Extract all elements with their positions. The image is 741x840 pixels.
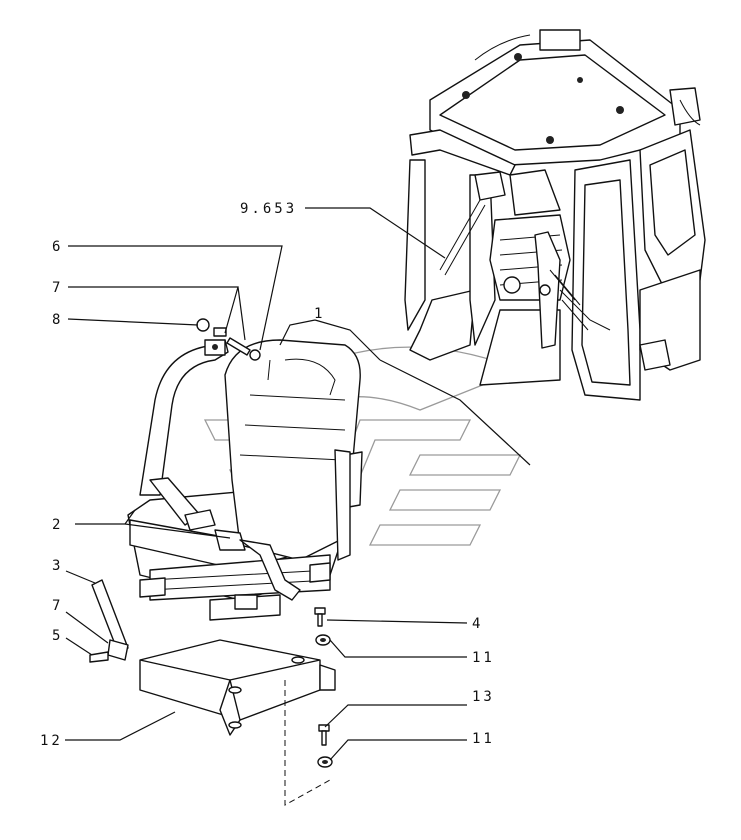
washer-11-upper: [315, 634, 331, 646]
callout-11-lower: 11: [472, 731, 495, 747]
callout-9653: 9.653: [240, 201, 297, 217]
callout-2: 2: [52, 517, 63, 533]
callout-5: 5: [52, 628, 63, 644]
callout-labels: 9.653 6 7 8 1 2 3 7 5 4 11 13 11 12: [40, 201, 495, 749]
callout-1: 1: [314, 306, 325, 322]
seat-belt: [139, 339, 301, 601]
callout-8: 8: [52, 312, 63, 328]
callout-11-upper: 11: [472, 650, 495, 666]
callout-12: 12: [40, 733, 63, 749]
callout-4: 4: [472, 616, 483, 632]
bolt-13: [318, 724, 330, 746]
fasteners-top: [196, 318, 261, 361]
callout-7-top: 7: [52, 280, 63, 296]
mounting-bracket: [139, 639, 336, 736]
cab-assembly: [404, 29, 706, 401]
bolt-4: [314, 607, 326, 627]
strap-part: [89, 579, 129, 663]
washer-11-lower: [317, 756, 333, 768]
callout-6: 6: [52, 239, 63, 255]
callout-7-bottom: 7: [52, 598, 63, 614]
assembly-path-line: [284, 680, 331, 806]
leader-lines: [65, 207, 531, 761]
callout-3: 3: [52, 558, 63, 574]
callout-13: 13: [472, 689, 495, 705]
